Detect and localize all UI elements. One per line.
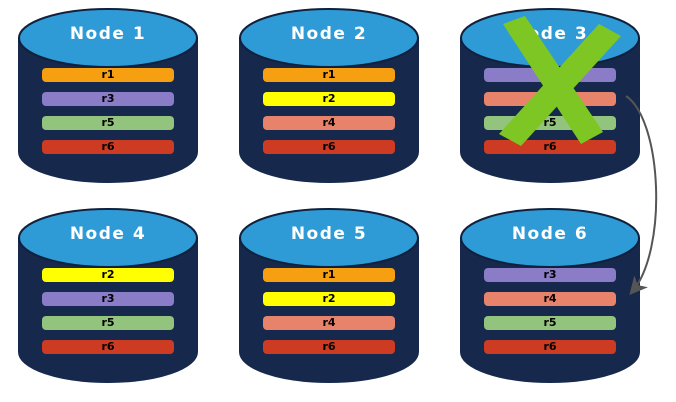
replica-bar[interactable]: r1	[263, 68, 395, 82]
replica-bar[interactable]: r1	[42, 68, 174, 82]
replica-bar[interactable]: r4	[484, 292, 616, 306]
replica-bar[interactable]: r5	[42, 316, 174, 330]
replica-bar[interactable]: r6	[42, 140, 174, 154]
replica-bar[interactable]: r3	[42, 292, 174, 306]
replica-list: r2 r3 r5 r6	[42, 268, 174, 354]
cylinder-top-disc	[460, 208, 640, 268]
replica-bar[interactable]: r4	[263, 116, 395, 130]
replica-list: r3 r4 r5 r6	[484, 268, 616, 354]
replica-bar[interactable]: r4	[263, 316, 395, 330]
replica-bar[interactable]: r5	[484, 316, 616, 330]
replica-bar[interactable]: r3	[42, 92, 174, 106]
replica-list: r3 r4 r5 r6	[484, 68, 616, 154]
replica-bar[interactable]: r6	[42, 340, 174, 354]
replica-bar[interactable]: r2	[42, 268, 174, 282]
replica-bar[interactable]: r3	[484, 268, 616, 282]
replica-bar[interactable]: r6	[263, 340, 395, 354]
cylinder-top-disc	[460, 8, 640, 68]
replica-bar[interactable]: r1	[263, 268, 395, 282]
replica-bar[interactable]: r5	[484, 116, 616, 130]
replica-bar[interactable]: r3	[484, 68, 616, 82]
replica-list: r1 r3 r5 r6	[42, 68, 174, 154]
replica-bar[interactable]: r6	[263, 140, 395, 154]
replica-list: r1 r2 r4 r6	[263, 68, 395, 154]
cylinder-top-disc	[239, 8, 419, 68]
cylinder-top-disc	[239, 208, 419, 268]
replica-bar[interactable]: r2	[263, 292, 395, 306]
cylinder-top-disc	[18, 208, 198, 268]
replica-bar[interactable]: r5	[42, 116, 174, 130]
replica-list: r1 r2 r4 r6	[263, 268, 395, 354]
replica-bar[interactable]: r6	[484, 340, 616, 354]
cylinder-top-disc	[18, 8, 198, 68]
replica-bar[interactable]: r6	[484, 140, 616, 154]
replica-bar[interactable]: r4	[484, 92, 616, 106]
replica-bar[interactable]: r2	[263, 92, 395, 106]
